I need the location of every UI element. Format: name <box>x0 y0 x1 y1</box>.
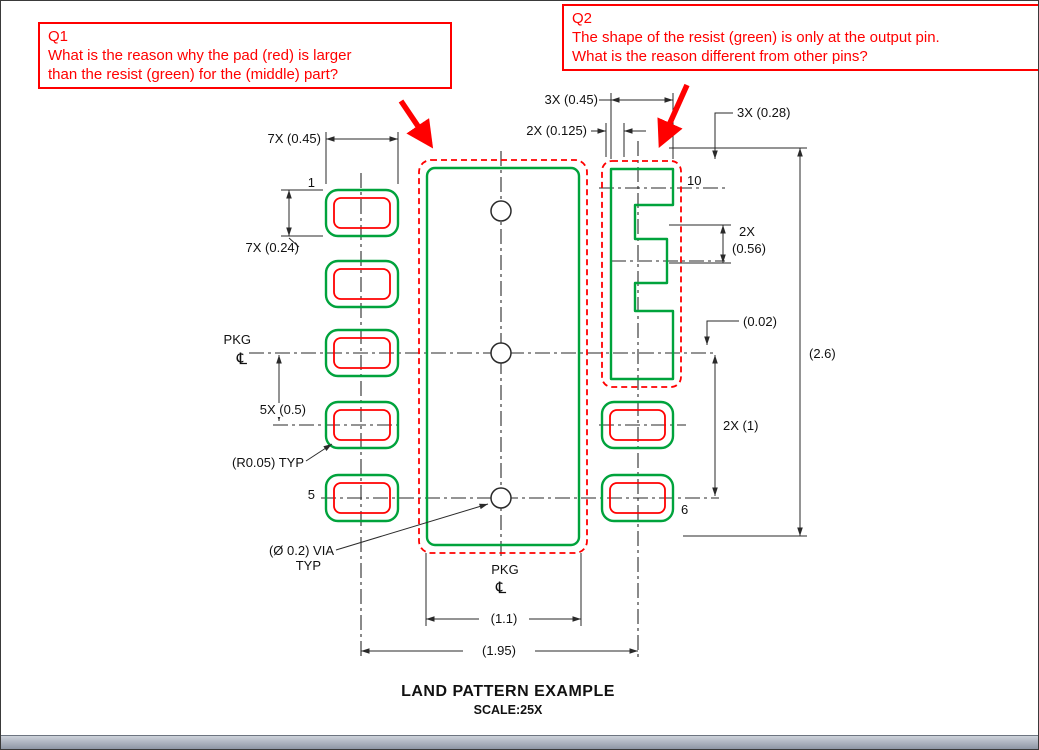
pin5-label: 5 <box>308 487 315 502</box>
pkg-left-label: PKG <box>224 332 251 347</box>
q2-line-2: What is the reason different from other … <box>572 48 868 65</box>
left-pads <box>324 188 400 523</box>
pad4-resist <box>324 400 400 450</box>
dim-overall-ext <box>669 147 807 537</box>
serpentine-resist <box>601 160 682 388</box>
pad3-copper <box>333 337 391 369</box>
dim-finger-pitch-label-line2: (0.56) <box>732 241 766 256</box>
leader-finger-width <box>712 112 733 159</box>
dim-resist-offset-label: (0.02) <box>743 314 777 329</box>
dim-finger-pitch-label-line1: 2X <box>739 224 755 239</box>
via-middle <box>490 342 512 364</box>
dim-left-pitch-label: 5X (0.5) <box>260 402 306 417</box>
q2-title: Q2 <box>572 10 593 27</box>
dim-left-pad-height-label: 7X (0.24) <box>246 240 299 255</box>
pin6-label: 6 <box>681 502 688 517</box>
drawing-scale: SCALE:25X <box>474 703 543 717</box>
pkg-left-centerline-symbol: ℄ <box>236 351 248 368</box>
dim-corner-radius-label: (R0.05) TYP <box>232 455 304 470</box>
dim-right-gap-label: 2X (0.125) <box>526 123 587 138</box>
pin1-label: 1 <box>308 175 315 190</box>
dim-left-pad-width-label: 7X (0.45) <box>268 131 321 146</box>
right-pads <box>600 400 675 523</box>
question-box-q2: Q2 The shape of the resist (green) is on… <box>562 4 1038 71</box>
dimension-lines <box>252 93 807 654</box>
dim-pitch-label-bg <box>252 403 306 417</box>
centerlines <box>249 141 725 659</box>
annotation-arrows <box>398 83 690 149</box>
dim-finger-pitch-ext <box>669 224 731 264</box>
q1-line-2: than the resist (green) for the (middle)… <box>48 66 339 83</box>
pad2-resist <box>324 259 400 309</box>
pad2-copper <box>333 268 391 300</box>
dim-left-height-ext <box>281 189 323 237</box>
pad6-copper <box>609 482 666 514</box>
q1-arrow <box>398 99 434 149</box>
pad7-resist <box>600 400 675 450</box>
via-top <box>490 200 512 222</box>
dim-right-width-ext <box>610 93 674 159</box>
serpentine-resist-outline <box>609 167 675 381</box>
pad4-copper <box>333 409 391 441</box>
dim-right-pitch-label: 2X (1) <box>723 418 758 433</box>
pad7-copper <box>609 409 666 441</box>
dim-left-width-ext <box>325 132 399 184</box>
pad5-resist <box>324 473 400 523</box>
dim-center-width-ext <box>425 553 582 626</box>
drawing-title: LAND PATTERN EXAMPLE <box>401 683 615 700</box>
question-box-q1: Q1 What is the reason why the pad (red) … <box>38 22 452 89</box>
dim-finger-width-label: 3X (0.28) <box>737 105 790 120</box>
dim-overall-height-label: (2.6) <box>809 346 836 361</box>
q1-line-1: What is the reason why the pad (red) is … <box>48 47 352 64</box>
pad5-copper <box>333 482 391 514</box>
pad6-resist <box>600 473 675 523</box>
via-label-line1: (Ø 0.2) VIA <box>269 543 334 558</box>
q1-title: Q1 <box>48 28 69 45</box>
dim-pad-column-span-label: (1.95) <box>482 643 516 658</box>
serpentine-copper-dashed <box>601 160 682 388</box>
window-bottom-bar <box>1 735 1038 749</box>
center-pad <box>418 159 588 554</box>
center-pad-resist <box>425 166 581 547</box>
pkg-bottom-centerline-symbol: ℄ <box>495 580 507 597</box>
q2-arrow <box>657 83 690 149</box>
center-pad-copper-dashed <box>418 159 588 554</box>
dim-center-pad-width-label: (1.1) <box>491 611 518 626</box>
leader-via <box>335 503 489 551</box>
leader-offset <box>704 320 739 345</box>
pad3-resist <box>324 328 400 378</box>
leader-corner-radius <box>305 443 333 462</box>
vias <box>490 200 512 509</box>
dim-gap-ext <box>605 123 625 157</box>
dim-left-height-leader <box>288 237 300 248</box>
via-bottom <box>490 487 512 509</box>
pad1-resist <box>324 188 400 238</box>
pkg-bottom-label: PKG <box>491 562 518 577</box>
pad1-copper <box>333 197 391 229</box>
dim-right-pad-width-label: 3X (0.45) <box>545 92 598 107</box>
via-label-line2: TYP <box>296 558 321 573</box>
pin10-label: 10 <box>687 173 701 188</box>
q2-line-1: The shape of the resist (green) is only … <box>572 29 940 46</box>
drawing-labels: 7X (0.45) 1 7X (0.24) PKG ℄ 5X (0.5) (R0… <box>224 92 836 717</box>
